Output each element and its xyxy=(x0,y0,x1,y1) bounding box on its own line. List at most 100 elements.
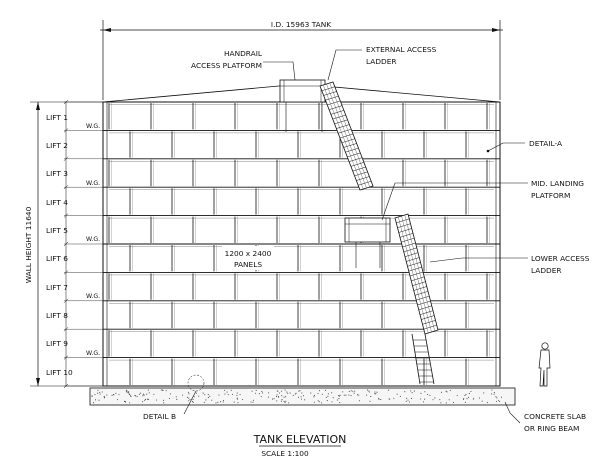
slab-aggregate-dot xyxy=(300,396,302,398)
slab-aggregate-dot xyxy=(124,401,127,403)
slab-aggregate-dot xyxy=(176,398,178,401)
callout-mid-landing: MID. LANDING PLATFORM xyxy=(531,179,584,200)
slab-aggregate-dot xyxy=(144,399,146,401)
slab-aggregate-dot xyxy=(224,393,226,395)
slab-aggregate-dot xyxy=(495,400,498,402)
panel-row xyxy=(103,129,500,159)
slab-aggregate-dot xyxy=(261,392,264,394)
slab-aggregate-dot xyxy=(327,395,329,397)
panel-row xyxy=(103,243,500,273)
callout-concrete: CONCRETE SLAB OR RING BEAM xyxy=(524,412,586,433)
person-figure-icon xyxy=(538,342,551,387)
slab-aggregate-dot xyxy=(145,398,147,401)
slab-aggregate-dot xyxy=(115,392,117,394)
lower-access-ladder xyxy=(394,213,439,385)
slab-aggregate-dot xyxy=(496,397,498,399)
callout-lower-ladder-line1: LOWER ACCESS xyxy=(531,254,590,263)
slab-aggregate-dot xyxy=(318,390,321,392)
slab-aggregate-dot xyxy=(331,401,333,403)
slab-aggregate-dot xyxy=(468,392,470,394)
slab-aggregate-dot xyxy=(153,393,155,395)
slab-aggregate-dot xyxy=(410,390,412,392)
slab-aggregate-dot xyxy=(237,402,239,404)
wg-label: W.G. xyxy=(86,180,100,187)
slab-aggregate-dot xyxy=(297,396,300,398)
slab-aggregate-dot xyxy=(348,394,350,396)
slab-aggregate-dot xyxy=(407,399,409,401)
slab-aggregate-dot xyxy=(299,390,301,392)
slab-aggregate-dot xyxy=(304,399,306,401)
lift-label: LIFT 8 xyxy=(46,311,68,320)
panels-label: 1200 x 2400 PANELS xyxy=(222,246,274,270)
slab-aggregate-dot xyxy=(313,394,315,397)
slab-aggregate-dot xyxy=(366,394,368,396)
callout-mid-landing-line1: MID. LANDING xyxy=(531,179,584,188)
slab-aggregate-dot xyxy=(130,395,132,397)
slab-aggregate-dot xyxy=(188,393,190,395)
slab-aggregate-dot xyxy=(127,392,129,394)
slab-aggregate-dot xyxy=(258,393,260,395)
slab-aggregate-dot xyxy=(283,396,285,398)
slab-aggregate-dot xyxy=(103,395,105,398)
slab-aggregate-dot xyxy=(188,400,190,402)
slab-aggregate-dot xyxy=(285,396,287,398)
slab-aggregate-dot xyxy=(207,397,209,399)
slab-aggregate-dot xyxy=(294,393,296,395)
slab-aggregate-dot xyxy=(156,399,158,401)
slab-aggregate-dot xyxy=(350,395,352,397)
slab-aggregate-dot xyxy=(222,401,224,403)
slab-aggregate-dot xyxy=(168,397,170,400)
slab-aggregate-dot xyxy=(342,391,344,393)
slab-aggregate-dot xyxy=(267,396,270,398)
callout-lower-ladder-line2: LADDER xyxy=(531,266,562,275)
slab-aggregate-dot xyxy=(99,393,101,395)
slab-aggregate-dot xyxy=(348,390,350,393)
slab-aggregate-dot xyxy=(204,394,206,396)
slab-aggregate-dot xyxy=(300,398,303,400)
slab-aggregate-dot xyxy=(370,395,372,398)
slab-aggregate-dot xyxy=(138,393,140,395)
slab-aggregate-dot xyxy=(252,401,254,403)
lift-label: LIFT 3 xyxy=(46,169,68,178)
slab-aggregate-dot xyxy=(356,394,358,396)
callout-detail-a: DETAIL-A xyxy=(529,139,562,148)
slab-aggregate-dot xyxy=(203,401,205,403)
slab-aggregate-dot xyxy=(343,394,345,396)
slab-aggregate-dot xyxy=(388,389,390,391)
slab-aggregate-dot xyxy=(408,401,410,403)
slab-aggregate-dot xyxy=(186,396,188,398)
slab-aggregate-dot xyxy=(493,393,495,395)
slab-aggregate-dot xyxy=(472,398,474,400)
slab-aggregate-dot xyxy=(491,393,493,395)
callout-external-ladder-line2: LADDER xyxy=(366,57,397,66)
wg-label: W.G. xyxy=(86,123,100,130)
ladder-cage-strap xyxy=(323,84,364,190)
slab-aggregate-dot xyxy=(353,392,355,394)
slab-aggregate-dot xyxy=(463,398,465,400)
slab-aggregate-dot xyxy=(236,392,238,394)
ladder-cage-strap xyxy=(398,216,429,334)
slab-aggregate-dot xyxy=(424,391,426,393)
lift-labels: LIFT 1 LIFT 2 LIFT 3 LIFT 4 LIFT 5 LIFT … xyxy=(46,99,103,389)
slab-aggregate-dot xyxy=(276,400,278,402)
slab-aggregate-dot xyxy=(396,393,398,395)
slab-aggregate-dot xyxy=(202,392,204,394)
slab-aggregate-dot xyxy=(302,395,304,397)
slab-aggregate-dot xyxy=(273,398,275,400)
slab-aggregate-dot xyxy=(352,390,354,392)
callout-handrail: HANDRAIL ACCESS PLATFORM xyxy=(191,49,263,70)
panel-row xyxy=(103,271,500,301)
wg-label: W.G. xyxy=(86,350,100,357)
slab-aggregate-dot xyxy=(147,398,149,400)
slab-aggregate-dot xyxy=(142,395,144,397)
slab-aggregate-dot xyxy=(380,399,382,401)
slab-aggregate-dot xyxy=(339,394,341,396)
callout-concrete-line2: OR RING BEAM xyxy=(524,424,579,433)
lift-label: LIFT 6 xyxy=(46,254,68,263)
slab-aggregate-dot xyxy=(399,395,401,397)
callout-external-ladder-line1: EXTERNAL ACCESS xyxy=(366,45,437,54)
slab-aggregate-dot xyxy=(331,392,333,394)
slab-aggregate-dot xyxy=(123,400,126,403)
slab-aggregate-dot xyxy=(295,392,297,394)
slab-aggregate-dot xyxy=(350,390,352,392)
